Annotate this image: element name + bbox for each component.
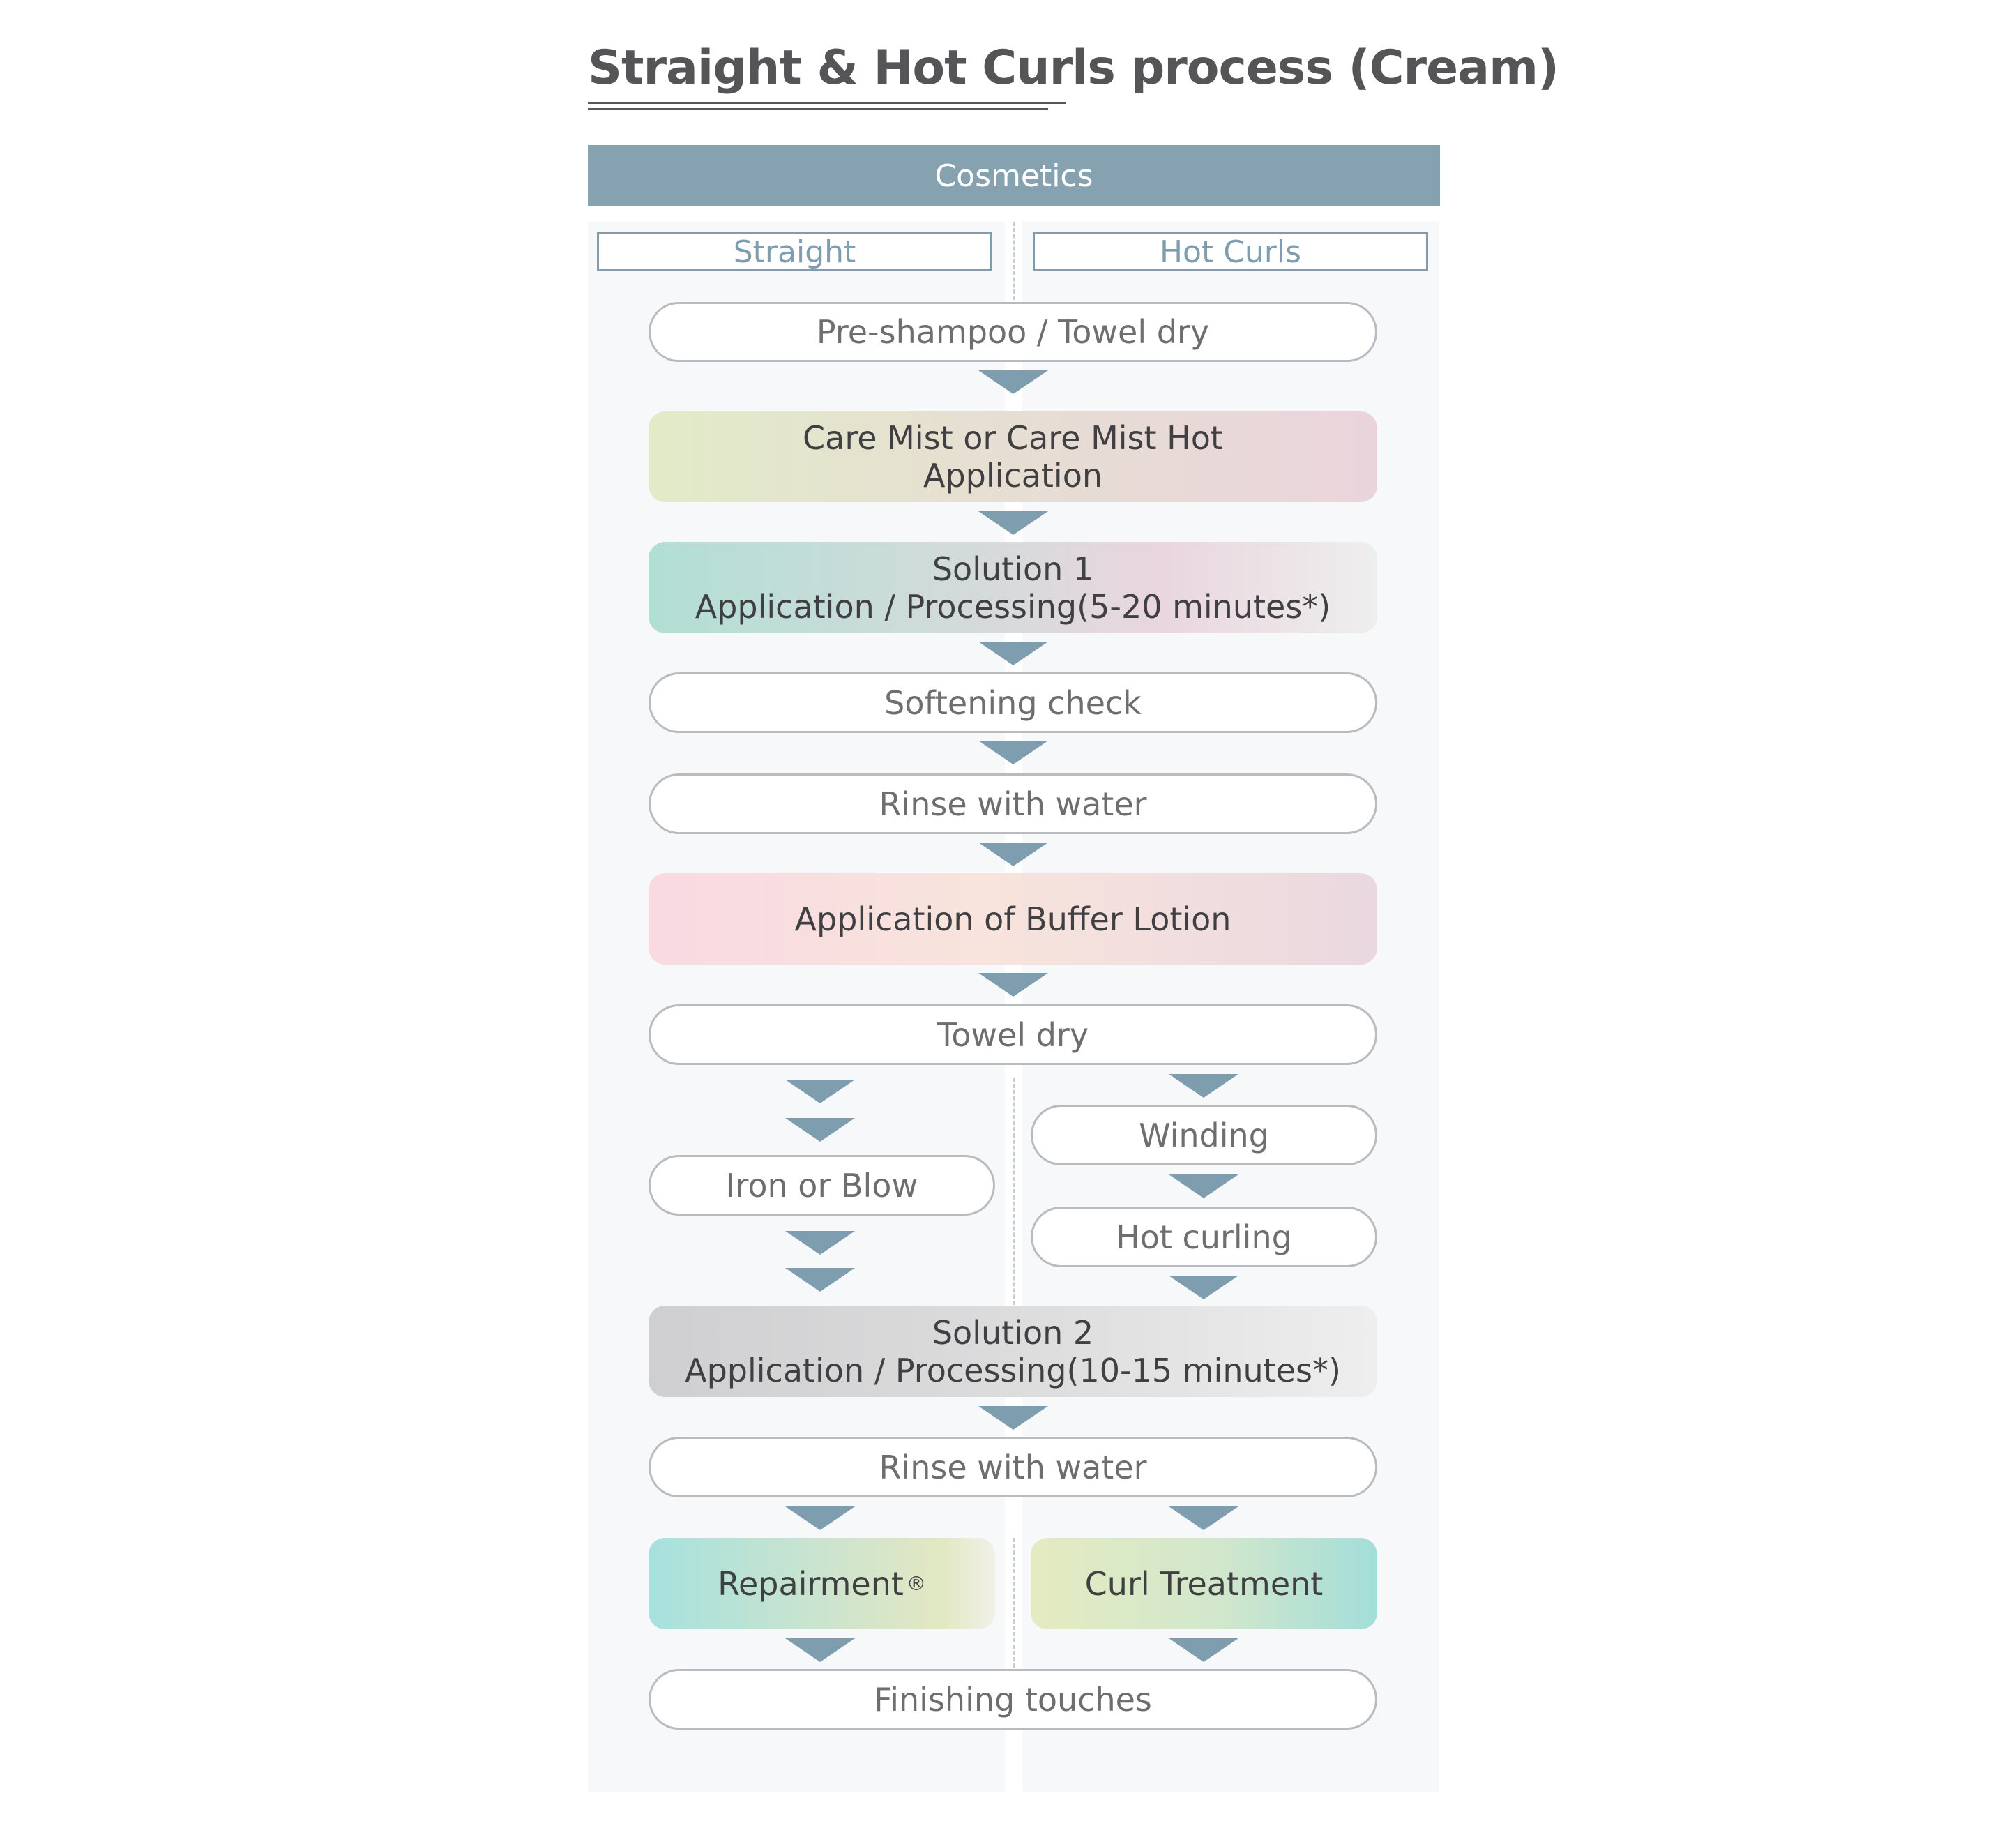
towel-dry-step: Towel dry xyxy=(649,1004,1377,1065)
repairment-step: Repairment® xyxy=(649,1538,995,1629)
flow-arrow xyxy=(978,843,1048,866)
flow-arrow xyxy=(978,370,1048,394)
flow-arrow xyxy=(785,1506,855,1530)
solution-1-label: Solution 1 xyxy=(932,550,1094,588)
column-divider xyxy=(1013,1078,1015,1305)
flow-arrow xyxy=(785,1231,855,1255)
flow-arrow xyxy=(785,1638,855,1662)
flow-arrow xyxy=(978,973,1048,997)
flow-arrow xyxy=(978,511,1048,535)
solution-2-step: Solution 2 Application / Processing(10-1… xyxy=(649,1306,1377,1397)
flow-arrow xyxy=(1169,1506,1238,1530)
care-mist-label: Care Mist or Care Mist Hot xyxy=(803,419,1223,457)
hot-curls-column-header: Hot Curls xyxy=(1033,232,1428,271)
flow-arrow xyxy=(785,1080,855,1103)
solution-2-label: Solution 2 xyxy=(932,1313,1094,1352)
title-underline xyxy=(588,102,1066,104)
winding-step: Winding xyxy=(1031,1105,1377,1165)
care-mist-step: Care Mist or Care Mist Hot Application xyxy=(649,411,1377,502)
iron-or-blow-step: Iron or Blow xyxy=(649,1155,995,1216)
straight-column-header: Straight xyxy=(597,232,992,271)
hot-curling-step: Hot curling xyxy=(1031,1207,1377,1267)
flow-arrow xyxy=(978,741,1048,764)
flow-arrow xyxy=(1169,1638,1238,1662)
flow-arrow xyxy=(978,642,1048,665)
flow-arrow xyxy=(785,1118,855,1142)
softening-check-step: Softening check xyxy=(649,672,1377,733)
solution-1-sublabel: Application / Processing(5-20 minutes*) xyxy=(695,587,1331,626)
finishing-touches-step: Finishing touches xyxy=(649,1669,1377,1730)
solution-2-sublabel: Application / Processing(10-15 minutes*) xyxy=(685,1351,1341,1389)
column-divider xyxy=(1013,1538,1015,1674)
column-divider xyxy=(1013,222,1015,300)
flow-arrow xyxy=(978,1406,1048,1430)
page-title: Straight & Hot Curls process (Cream) xyxy=(588,40,1559,96)
curl-treatment-step: Curl Treatment xyxy=(1031,1538,1377,1629)
title-underline-secondary xyxy=(588,108,1048,110)
care-mist-sublabel: Application xyxy=(923,457,1103,494)
flow-arrow xyxy=(1169,1276,1238,1299)
repairment-label: Repairment xyxy=(718,1564,904,1603)
flow-arrow xyxy=(785,1268,855,1292)
solution-1-step: Solution 1 Application / Processing(5-20… xyxy=(649,542,1377,633)
pre-shampoo-step: Pre-shampoo / Towel dry xyxy=(649,302,1377,362)
rinse-step-final: Rinse with water xyxy=(649,1437,1377,1497)
cosmetics-header: Cosmetics xyxy=(588,145,1440,206)
flow-arrow xyxy=(1169,1074,1238,1098)
buffer-lotion-step: Application of Buffer Lotion xyxy=(649,873,1377,965)
flow-arrow xyxy=(1169,1174,1238,1198)
rinse-step: Rinse with water xyxy=(649,773,1377,834)
